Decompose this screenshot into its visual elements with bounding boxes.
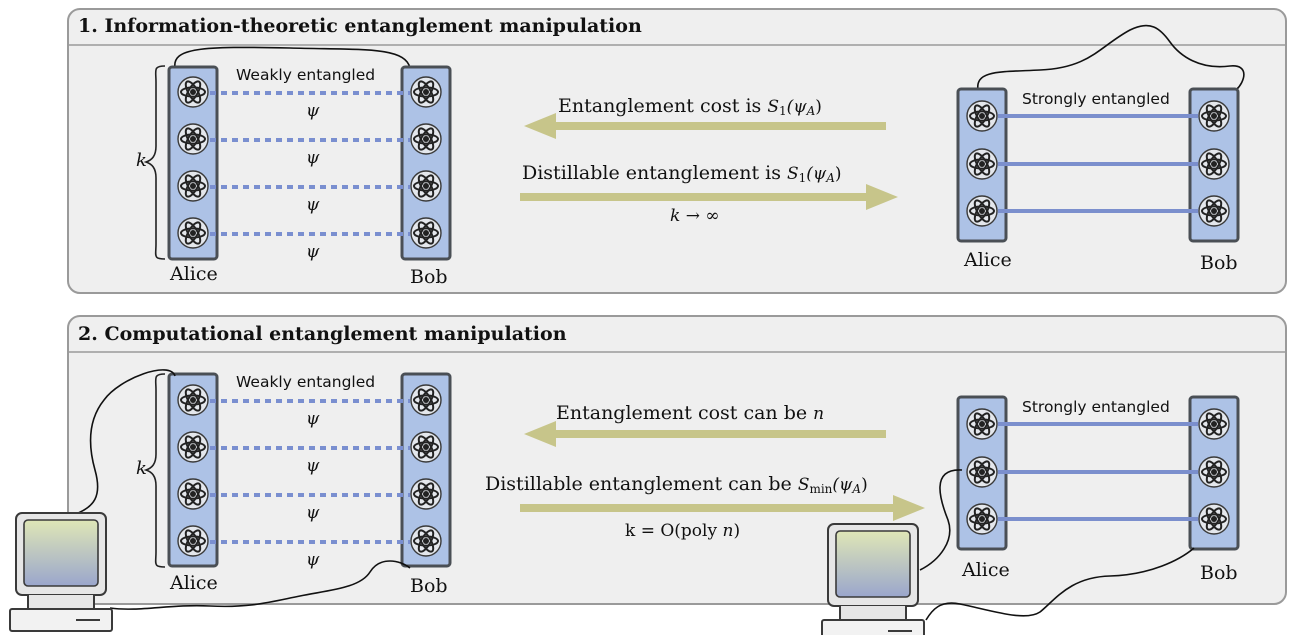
atom-icon — [966, 456, 998, 488]
atom-icon — [177, 217, 209, 249]
atom-icon — [966, 195, 998, 227]
alice-register — [167, 65, 219, 261]
asymptotic-limit: k → ∞ — [670, 206, 720, 226]
atom-icon — [410, 384, 442, 416]
atom-icon — [966, 100, 998, 132]
atom-icon — [177, 170, 209, 202]
strong-entangled-label: Strongly entangled — [1022, 398, 1170, 416]
panel-1-title: 1. Information-theoretic entanglement ma… — [78, 15, 642, 37]
alice-label: Alice — [964, 249, 1012, 271]
strong-entangled-label: Strongly entangled — [1022, 90, 1170, 108]
computer-wire — [109, 560, 411, 610]
cost-statement: Entanglement cost is S1(ψA) — [558, 95, 822, 118]
atom-icon — [177, 525, 209, 557]
k-brace — [143, 373, 166, 568]
k-label: k — [136, 150, 147, 171]
bob-label: Bob — [410, 266, 448, 288]
atom-icon — [177, 384, 209, 416]
atom-icon — [177, 478, 209, 510]
psi-label: ψ — [306, 456, 320, 476]
strong-links — [998, 114, 1198, 213]
weak-entangled-label: Weakly entangled — [236, 66, 376, 84]
atom-icon — [177, 123, 209, 155]
computer-wire — [69, 369, 176, 517]
cost-statement: Entanglement cost can be n — [556, 402, 825, 424]
computer-icon — [821, 523, 925, 635]
psi-label: ψ — [306, 550, 320, 570]
alice-register — [167, 372, 219, 568]
bob-label: Bob — [1200, 252, 1238, 274]
alice-label: Alice — [170, 572, 218, 594]
atom-icon — [410, 525, 442, 557]
atom-icon — [410, 478, 442, 510]
atom-icon — [1198, 195, 1230, 227]
entanglement-wire — [174, 46, 411, 69]
atom-icon — [410, 123, 442, 155]
psi-label: ψ — [306, 503, 320, 523]
computer-wire — [925, 547, 1195, 621]
weak-entangled-label: Weakly entangled — [236, 373, 376, 391]
computer-icon — [9, 512, 113, 632]
computer-wire — [919, 469, 963, 571]
bob-label: Bob — [410, 575, 448, 597]
atom-icon — [1198, 503, 1230, 535]
bob-register — [400, 372, 452, 568]
atom-icon — [966, 503, 998, 535]
psi-label: ψ — [306, 101, 320, 121]
strong-links — [998, 422, 1198, 521]
atom-icon — [410, 76, 442, 108]
k-label: k — [136, 458, 147, 479]
distill-statement: Distillable entanglement is S1(ψA) — [522, 162, 842, 185]
psi-label: ψ — [306, 195, 320, 215]
cost-arrow — [556, 430, 886, 438]
panel-computational — [67, 315, 1287, 605]
atom-icon — [177, 76, 209, 108]
psi-label: ψ — [306, 148, 320, 168]
atom-icon — [410, 431, 442, 463]
atom-icon — [1198, 456, 1230, 488]
complexity-bound: k = O(poly n) — [625, 521, 741, 541]
atom-icon — [1198, 148, 1230, 180]
weak-links — [210, 399, 410, 544]
entanglement-wire — [977, 24, 1245, 91]
atom-icon — [410, 170, 442, 202]
panel-information-theoretic — [67, 8, 1287, 294]
atom-icon — [1198, 408, 1230, 440]
alice-label: Alice — [962, 559, 1010, 581]
atom-icon — [177, 431, 209, 463]
atom-icon — [410, 217, 442, 249]
atom-icon — [1198, 100, 1230, 132]
bob-register — [400, 65, 452, 261]
atom-icon — [966, 148, 998, 180]
distill-arrow — [520, 193, 868, 201]
alice-label: Alice — [170, 263, 218, 285]
psi-label: ψ — [306, 409, 320, 429]
weak-links — [210, 91, 410, 236]
panel-2-title: 2. Computational entanglement manipulati… — [78, 323, 567, 345]
atom-icon — [966, 408, 998, 440]
k-brace — [143, 65, 166, 260]
psi-label: ψ — [306, 242, 320, 262]
distill-statement: Distillable entanglement can be Smin(ψA) — [485, 473, 868, 496]
bob-label: Bob — [1200, 562, 1238, 584]
distill-arrow — [520, 504, 895, 512]
